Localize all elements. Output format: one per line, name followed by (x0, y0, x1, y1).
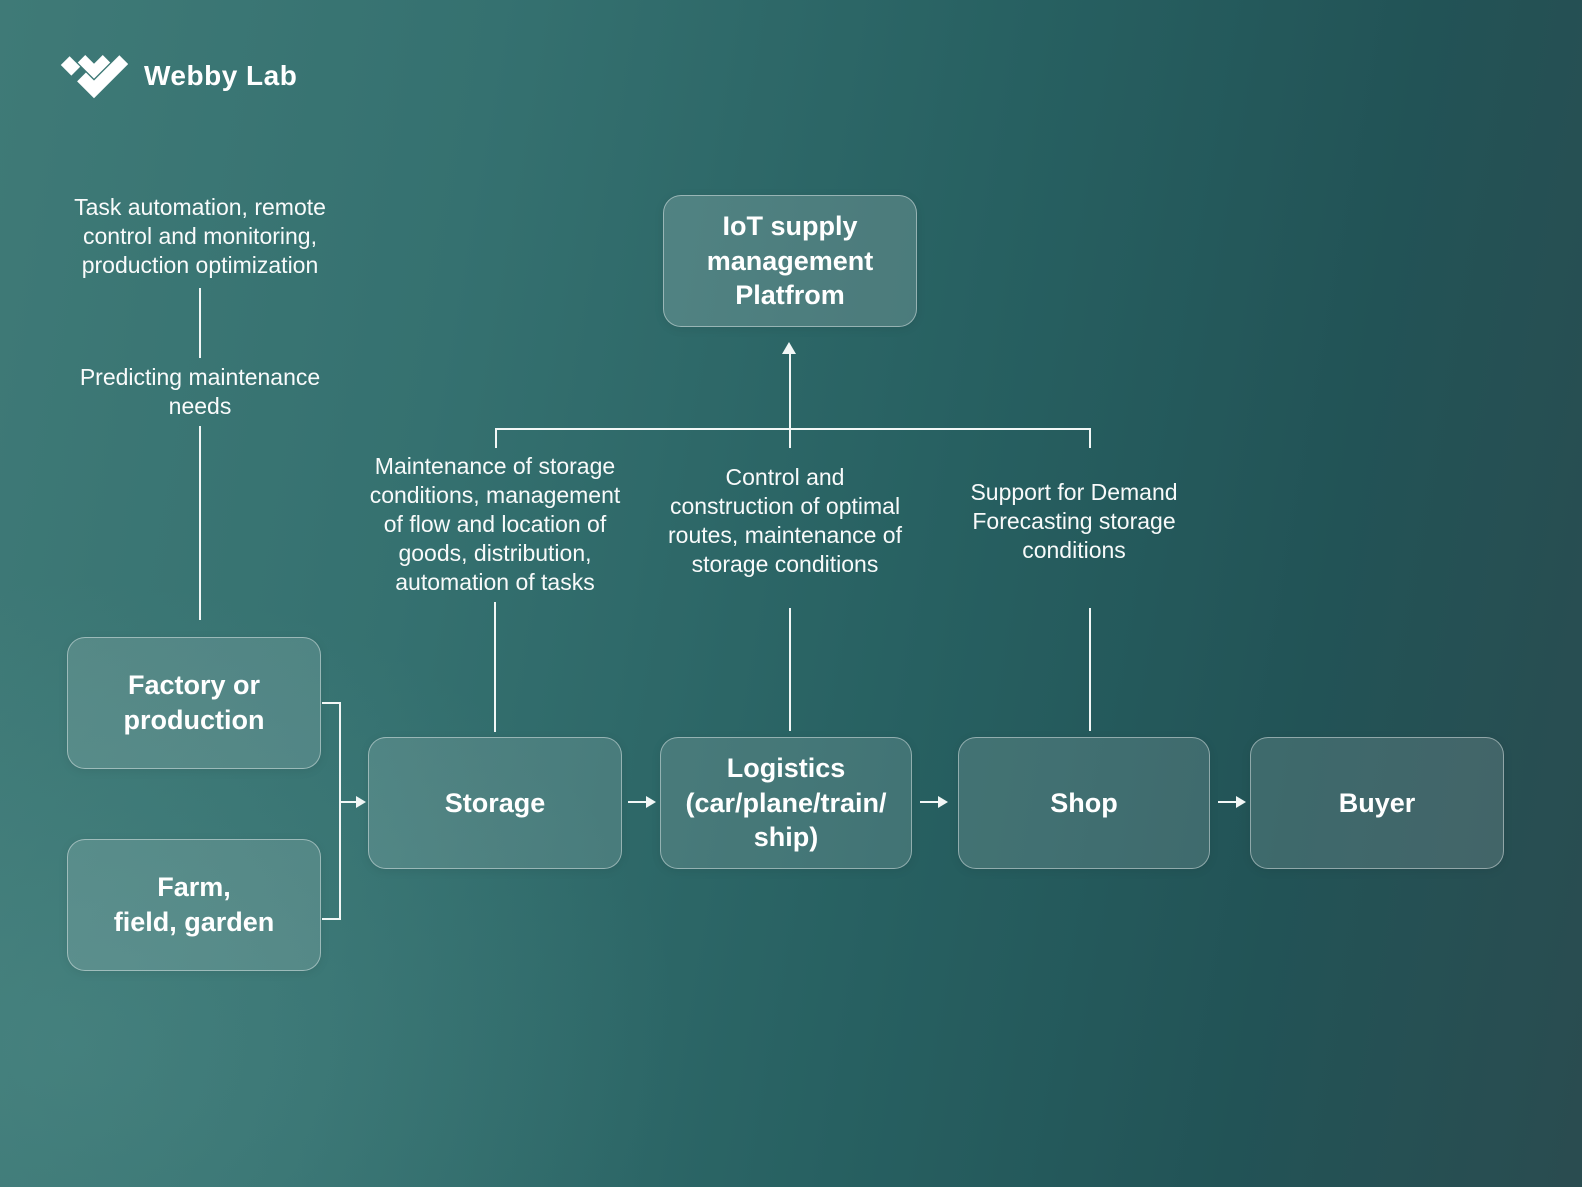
node-buyer: Buyer (1250, 737, 1504, 869)
connector-storage (494, 602, 496, 732)
node-farm: Farm, field, garden (67, 839, 321, 971)
arrow-storage-logistics-line (628, 801, 646, 803)
annotation-storage: Maintenance of storage conditions, manag… (369, 453, 621, 595)
annotation-production-bottom: Predicting maintenance needs (79, 364, 321, 419)
connector-production-1 (199, 288, 201, 358)
collector-bar (495, 428, 1091, 430)
arrow-to-platform-line (789, 353, 791, 448)
collector-right-drop (1089, 428, 1091, 448)
arrow-shop-buyer-line (1218, 801, 1236, 803)
node-logistics: Logistics (car/plane/train/ ship) (660, 737, 912, 869)
arrow-storage-logistics-head-icon (646, 796, 656, 808)
webbylab-logo-text: Webby Lab (144, 60, 298, 91)
node-platform: IoT supply management Platfrom (663, 195, 917, 327)
bracket-vertical (339, 702, 341, 920)
collector-left-drop (495, 428, 497, 448)
connector-logistics (789, 608, 791, 731)
arrow-shop-buyer-head-icon (1236, 796, 1246, 808)
node-factory: Factory or production (67, 637, 321, 769)
connector-production-2 (199, 426, 201, 620)
annotation-shop: Support for Demand Forecasting storage c… (970, 479, 1178, 563)
node-storage: Storage (368, 737, 622, 869)
arrow-sources-to-storage-head-icon (356, 796, 366, 808)
arrow-to-platform-head-icon (782, 342, 796, 354)
node-shop: Shop (958, 737, 1210, 869)
arrow-logistics-shop-line (920, 801, 938, 803)
webbylab-logo: Webby Lab (60, 52, 297, 100)
bracket-bottom-stub (322, 918, 341, 920)
bracket-top-stub (322, 702, 341, 704)
connector-shop (1089, 608, 1091, 731)
webbylab-logo-icon (60, 52, 129, 100)
annotation-production-top: Task automation, remote control and moni… (74, 194, 326, 278)
annotation-logistics: Control and construction of optimal rout… (668, 464, 902, 577)
arrow-logistics-shop-head-icon (938, 796, 948, 808)
arrow-sources-to-storage-line (341, 801, 356, 803)
